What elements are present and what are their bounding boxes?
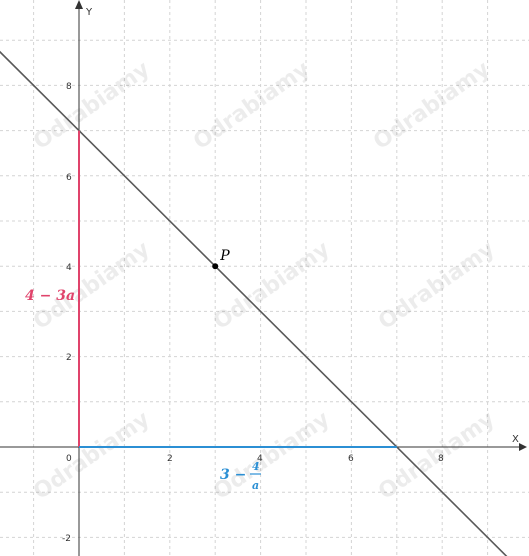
watermark-layer: Odrabiamy Odrabiamy Odrabiamy Odrabiamy … [29,57,499,505]
point-p [212,263,219,270]
x-tick-label: 4 [257,454,263,464]
line-y-equals-minus-x-plus-7 [0,50,508,556]
tick-labels: 0 2 4 6 8 -2 2 4 6 8 [62,82,444,544]
x-tick-label: 2 [167,454,173,464]
vertical-segment-label: 4 − 3a [25,288,75,304]
watermark-text: Odrabiamy [29,57,154,155]
x-axis-arrow [519,443,527,451]
horizontal-label-denominator: a [252,479,259,492]
y-axis-label: Y [85,7,93,18]
x-tick-label: 6 [348,454,354,464]
point-p-label: P [219,248,230,264]
y-tick-label: 6 [66,173,72,183]
horizontal-segment-label: 3 − 4 a [220,460,261,492]
horizontal-label-numerator: 4 [252,460,260,473]
x-tick-label: 8 [438,454,444,464]
watermark-text: Odrabiamy [374,407,499,505]
watermark-text: Odrabiamy [374,237,499,335]
watermark-text: Odrabiamy [209,407,334,505]
watermark-text: Odrabiamy [29,407,154,505]
watermark-text: Odrabiamy [189,57,314,155]
watermark-text: Odrabiamy [29,237,154,335]
y-tick-label: 8 [66,82,72,92]
horizontal-label-prefix: 3 − [220,467,246,483]
y-axis-arrow [75,0,83,9]
x-tick-label: 0 [66,454,72,464]
y-tick-label: 4 [66,263,72,273]
y-tick-label: 2 [66,353,72,363]
x-axis-label: X [512,434,519,445]
y-tick-label: -2 [62,534,71,544]
watermark-text: Odrabiamy [369,57,494,155]
